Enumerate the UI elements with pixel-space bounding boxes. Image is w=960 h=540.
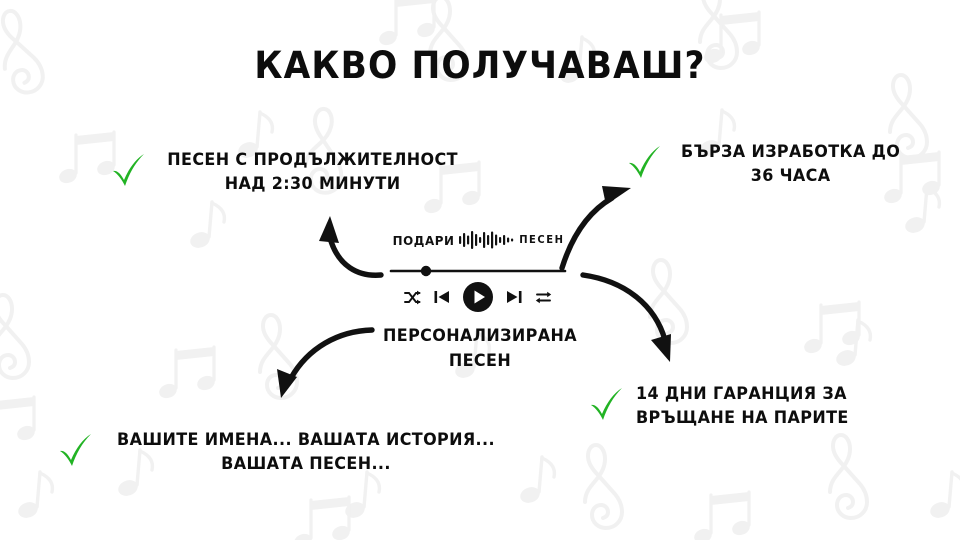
- benefit-guarantee-text: 14 ДНИ ГАРАНЦИЯ ЗА ВРЪЩАНЕ НА ПАРИТЕ: [636, 382, 849, 430]
- benefit-fast-text: БЪРЗА ИЗРАБОТКА ДО 36 ЧАСА: [681, 140, 900, 188]
- benefit-duration-text: ПЕСЕН С ПРОДЪЛЖИТЕЛНОСТ НАД 2:30 МИНУТИ: [167, 148, 458, 196]
- repeat-icon[interactable]: [535, 290, 552, 305]
- progress-bar[interactable]: [389, 262, 567, 277]
- music-player: ПОДАРИ П: [389, 231, 567, 312]
- shuffle-icon[interactable]: [404, 290, 421, 305]
- player-caption-line2: ПЕСЕН: [448, 350, 512, 371]
- waveform-icon: [458, 231, 513, 249]
- arrow-to-fast: [559, 186, 631, 271]
- green-check-icon: [113, 154, 144, 186]
- benefit-duration-line2: НАД 2:30 МИНУТИ: [224, 174, 401, 195]
- benefit-fast: БЪРЗА ИЗРАБОТКА ДО 36 ЧАСА: [624, 140, 907, 188]
- play-icon[interactable]: [463, 282, 493, 312]
- benefit-personal: ВАШИТЕ ИМЕНА... ВАШАТА ИСТОРИЯ... ВАШАТА…: [55, 428, 507, 476]
- green-check-icon: [629, 146, 660, 178]
- benefit-duration: ПЕСЕН С ПРОДЪЛЖИТЕЛНОСТ НАД 2:30 МИНУТИ: [108, 148, 467, 196]
- brand-logo: ПОДАРИ П: [389, 231, 567, 249]
- arrow-to-duration: [319, 216, 384, 278]
- benefit-fast-line1: БЪРЗА ИЗРАБОТКА ДО: [680, 142, 901, 162]
- progress-handle[interactable]: [420, 265, 432, 277]
- benefit-guarantee: 14 ДНИ ГАРАНЦИЯ ЗА ВРЪЩАНЕ НА ПАРИТЕ: [586, 382, 862, 430]
- green-check-icon: [60, 434, 91, 466]
- benefit-duration-line1: ПЕСЕН С ПРОДЪЛЖИТЕЛНОСТ: [167, 150, 458, 170]
- previous-track-icon[interactable]: [434, 289, 450, 305]
- brand-name-left: ПОДАРИ: [392, 232, 455, 248]
- benefit-personal-text: ВАШИТЕ ИМЕНА... ВАШАТА ИСТОРИЯ... ВАШАТА…: [117, 428, 495, 476]
- brand-name-right: ПЕСЕН: [518, 234, 565, 246]
- benefit-personal-line1: ВАШИТЕ ИМЕНА... ВАШАТА ИСТОРИЯ...: [117, 430, 495, 450]
- player-caption-line1: ПЕРСОНАЛИЗИРАНА: [383, 326, 577, 346]
- page-title: КАКВО ПОЛУЧАВАШ?: [254, 44, 706, 87]
- benefit-guarantee-line2: ВРЪЩАНЕ НА ПАРИТЕ: [636, 408, 849, 429]
- player-controls: [389, 282, 567, 312]
- benefit-fast-line2: 36 ЧАСА: [750, 166, 831, 187]
- player-caption: ПЕРСОНАЛИЗИРАНА ПЕСЕН: [29, 324, 931, 373]
- benefit-guarantee-line1: 14 ДНИ ГАРАНЦИЯ ЗА: [636, 384, 847, 404]
- benefit-personal-line2: ВАШАТА ПЕСЕН...: [221, 454, 391, 475]
- next-track-icon[interactable]: [506, 289, 522, 305]
- green-check-icon: [591, 388, 622, 420]
